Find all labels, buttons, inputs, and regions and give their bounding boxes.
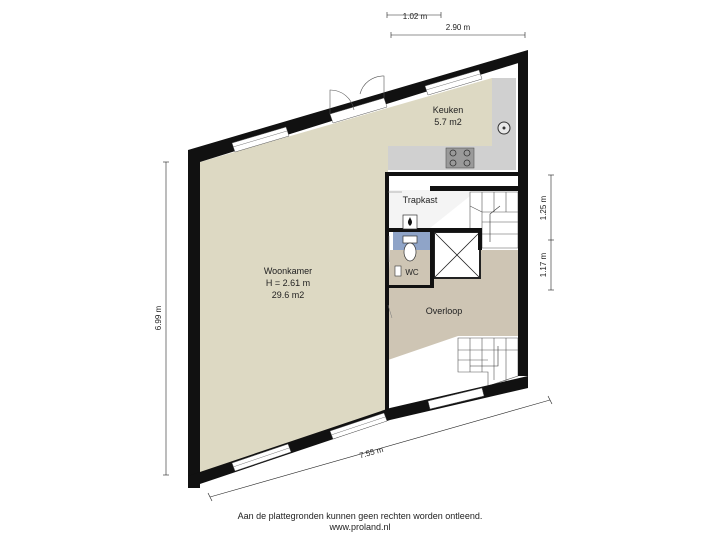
wc-name: WC bbox=[405, 268, 419, 277]
woonkamer-height: H = 2.61 m bbox=[266, 278, 310, 288]
toilet-icon bbox=[402, 235, 418, 262]
dimension-lines bbox=[163, 12, 554, 502]
burner-icon bbox=[449, 159, 457, 167]
dim-top-long: 2.90 m bbox=[446, 23, 471, 32]
hand-basin bbox=[394, 265, 402, 277]
dim-right-lower: 1.17 m bbox=[539, 252, 548, 277]
door-swings bbox=[387, 191, 402, 319]
bottom-windows bbox=[231, 387, 485, 472]
dim-top-short: 1.02 m bbox=[403, 12, 428, 21]
overloop-name: Overloop bbox=[426, 306, 463, 316]
footer-disclaimer: Aan de plattegronden kunnen geen rechten… bbox=[237, 511, 483, 521]
overloop-floor bbox=[388, 250, 518, 360]
wall-left bbox=[188, 150, 200, 488]
french-doors bbox=[329, 75, 385, 114]
footer-url: www.proland.nl bbox=[329, 522, 391, 532]
wall-right bbox=[518, 60, 528, 376]
boiler-icon bbox=[402, 214, 418, 230]
cooktop bbox=[445, 147, 475, 169]
dim-left: 6.99 m bbox=[154, 305, 163, 330]
burner-icon bbox=[449, 149, 457, 157]
sink-drain bbox=[502, 126, 506, 130]
keuken-floor bbox=[388, 78, 492, 146]
top-windows bbox=[231, 69, 483, 153]
dim-bottom: 7.55 m bbox=[358, 445, 384, 460]
woonkamer-area: 29.6 m2 bbox=[272, 290, 305, 300]
burner-icon bbox=[463, 149, 471, 157]
woonkamer-name: Woonkamer bbox=[264, 266, 312, 276]
dim-right-upper: 1.25 m bbox=[539, 195, 548, 220]
keuken-area: 5.7 m2 bbox=[434, 117, 462, 127]
woonkamer-floor bbox=[200, 78, 492, 475]
interior-walls bbox=[385, 172, 518, 412]
keuken-name: Keuken bbox=[433, 105, 464, 115]
burner-icon bbox=[463, 159, 471, 167]
trapkast-name: Trapkast bbox=[403, 195, 438, 205]
shaft bbox=[433, 231, 481, 279]
